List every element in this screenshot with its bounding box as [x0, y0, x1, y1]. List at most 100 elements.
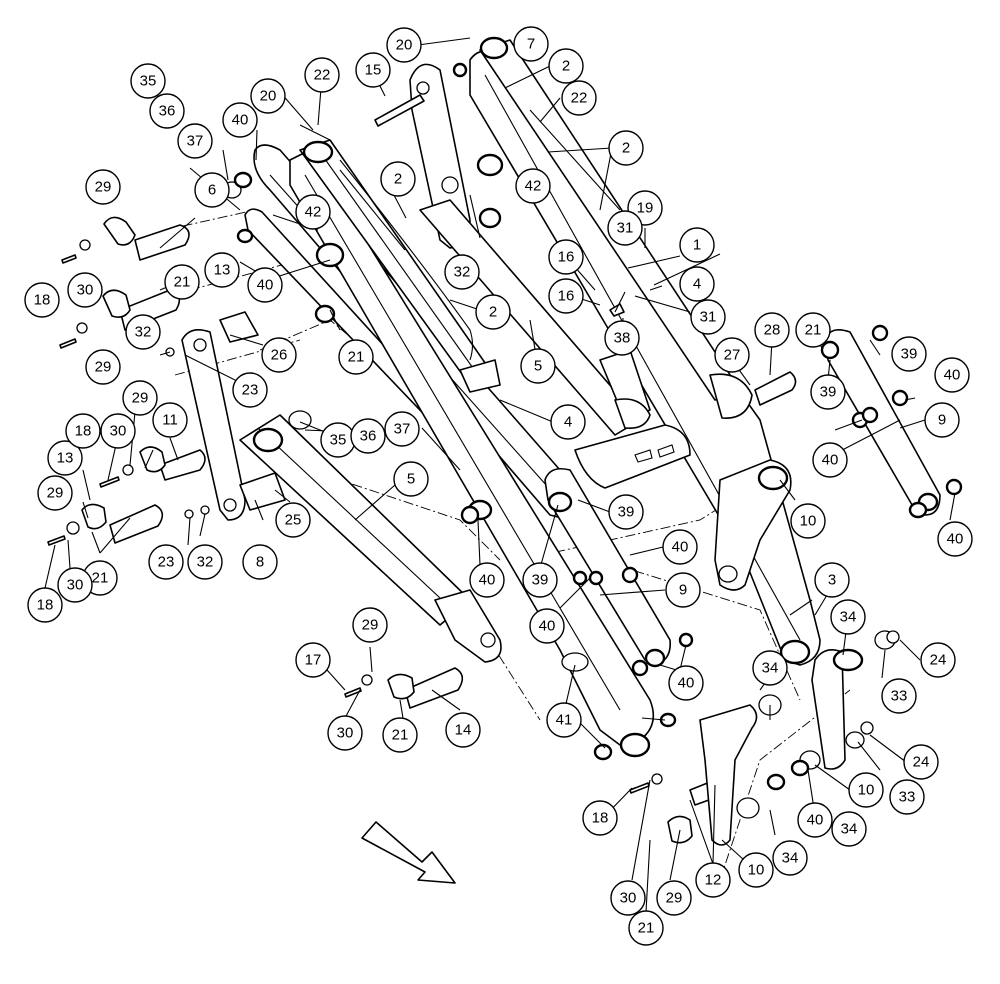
arm-end-seal: [779, 639, 811, 665]
bolt-15: [374, 94, 425, 127]
callout-30: 30: [67, 272, 103, 308]
svg-text:40: 40: [807, 812, 824, 829]
svg-text:6: 6: [208, 182, 216, 199]
svg-text:28: 28: [764, 322, 781, 339]
link-plate-8: [181, 329, 246, 521]
svg-text:21: 21: [392, 727, 409, 744]
callout-30: 30: [100, 413, 136, 449]
svg-text:2: 2: [394, 171, 402, 188]
callout-31: 31: [607, 210, 643, 246]
svg-text:32: 32: [135, 324, 152, 341]
callout-16: 16: [548, 278, 584, 314]
svg-text:10: 10: [858, 782, 875, 799]
svg-text:30: 30: [620, 890, 637, 907]
callout-2: 2: [548, 48, 584, 84]
callout-10: 10: [848, 772, 884, 808]
svg-text:33: 33: [899, 789, 916, 806]
svg-text:38: 38: [614, 330, 631, 347]
svg-text:16: 16: [558, 288, 575, 305]
svg-text:20: 20: [260, 88, 277, 105]
svg-text:29: 29: [95, 359, 112, 376]
svg-text:41: 41: [556, 712, 573, 729]
callout-24: 24: [920, 642, 956, 678]
upper-link-plate: [374, 63, 471, 249]
callout-37: 37: [177, 123, 213, 159]
callout-13: 13: [204, 252, 240, 288]
svg-text:8: 8: [256, 554, 264, 571]
svg-text:25: 25: [285, 512, 302, 529]
callout-39: 39: [891, 336, 927, 372]
svg-text:21: 21: [348, 349, 365, 366]
callout-28: 28: [754, 312, 790, 348]
callout-22: 22: [304, 57, 340, 93]
callout-29: 29: [656, 880, 692, 916]
svg-text:39: 39: [618, 504, 635, 521]
callout-25: 25: [275, 502, 311, 538]
hydraulic-cylinder-upper: [299, 124, 501, 393]
callout-5: 5: [520, 348, 556, 384]
callout-15: 15: [355, 52, 391, 88]
callout-33: 33: [889, 779, 925, 815]
callout-21: 21: [164, 264, 200, 300]
svg-text:18: 18: [592, 810, 609, 827]
callout-34: 34: [831, 811, 867, 847]
svg-text:10: 10: [748, 862, 765, 879]
callout-40: 40: [797, 802, 833, 838]
svg-text:42: 42: [305, 204, 322, 221]
callout-30: 30: [327, 715, 363, 751]
callout-2: 2: [475, 294, 511, 330]
callout-9: 9: [665, 572, 701, 608]
callout-40: 40: [247, 267, 283, 303]
svg-text:37: 37: [394, 421, 411, 438]
callout-18: 18: [582, 800, 618, 836]
svg-text:2: 2: [489, 304, 497, 321]
svg-text:22: 22: [314, 67, 331, 84]
svg-text:24: 24: [913, 754, 930, 771]
callout-40: 40: [469, 562, 505, 598]
callout-4: 4: [679, 266, 715, 302]
svg-text:29: 29: [666, 890, 683, 907]
callout-11: 11: [152, 402, 188, 438]
callout-29: 29: [122, 380, 158, 416]
svg-text:39: 39: [820, 384, 837, 401]
callout-40: 40: [937, 521, 973, 557]
callout-39: 39: [608, 494, 644, 530]
callout-6: 6: [194, 172, 230, 208]
svg-text:30: 30: [77, 282, 94, 299]
svg-text:40: 40: [479, 572, 496, 589]
svg-text:21: 21: [805, 322, 822, 339]
cross-tube: [574, 424, 691, 489]
callout-21: 21: [382, 717, 418, 753]
svg-text:40: 40: [822, 452, 839, 469]
svg-text:32: 32: [197, 554, 214, 571]
svg-text:7: 7: [527, 36, 535, 53]
lift-arm-main: [289, 149, 655, 758]
callout-34: 34: [830, 599, 866, 635]
svg-text:21: 21: [638, 920, 655, 937]
seal-rings: [222, 171, 963, 791]
callout-17: 17: [295, 642, 331, 678]
svg-text:40: 40: [947, 531, 964, 548]
svg-text:29: 29: [95, 179, 112, 196]
svg-text:31: 31: [617, 220, 634, 237]
svg-text:40: 40: [678, 675, 695, 692]
callout-21: 21: [628, 910, 664, 946]
svg-text:2: 2: [622, 140, 630, 157]
front-direction-arrow-icon: [361, 821, 456, 884]
callout-38: 38: [604, 320, 640, 356]
callout-24: 24: [903, 744, 939, 780]
callout-32: 32: [187, 544, 223, 580]
svg-text:40: 40: [944, 367, 961, 384]
callout-40: 40: [222, 102, 258, 138]
callout-10: 10: [790, 503, 826, 539]
pivot-bushing: [561, 652, 589, 672]
callout-42: 42: [515, 168, 551, 204]
svg-text:30: 30: [110, 423, 127, 440]
svg-text:10: 10: [800, 513, 817, 530]
callout-29: 29: [85, 349, 121, 385]
callout-2: 2: [608, 130, 644, 166]
svg-text:33: 33: [891, 688, 908, 705]
svg-text:12: 12: [705, 872, 722, 889]
svg-text:21: 21: [92, 570, 109, 587]
callout-21: 21: [338, 339, 374, 375]
